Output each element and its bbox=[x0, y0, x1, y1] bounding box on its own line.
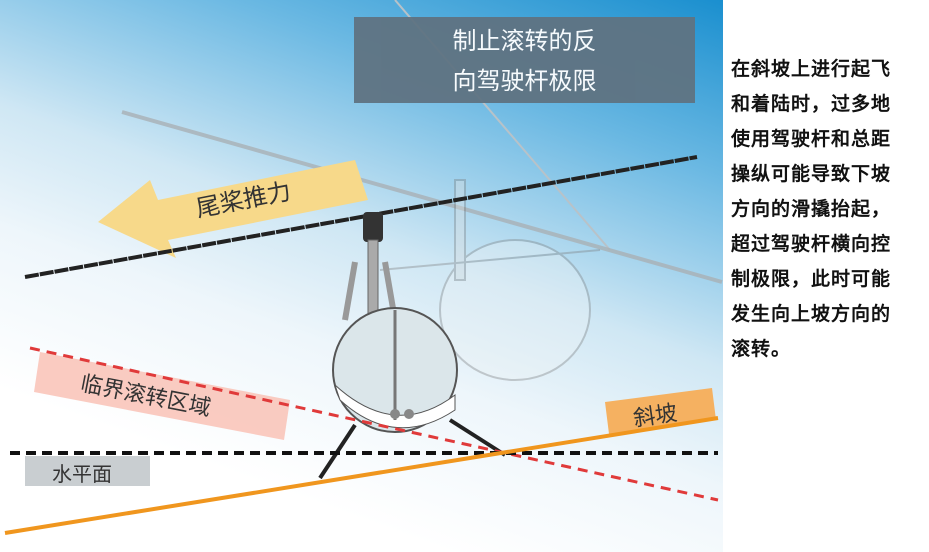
diagram-scene: 制止滚转的反 向驾驶杆极限 尾桨推力 临界滚转区域 水平面 斜坡 bbox=[0, 0, 723, 552]
description-line: 制极限，此时可能 bbox=[731, 268, 892, 290]
slope-label: 斜坡 bbox=[631, 401, 679, 432]
title-line-1: 制止滚转的反 bbox=[452, 27, 597, 55]
slope-line bbox=[4, 416, 719, 535]
ghost-helicopter bbox=[379, 179, 601, 381]
description-line: 发生向上坡方向的 bbox=[731, 303, 892, 325]
critical-roll-line bbox=[29, 346, 719, 502]
description-text: 在斜坡上进行起飞 和着陆时，过多地 使用驾驶杆和总距 操纵可能导致下坡 方向的滑… bbox=[731, 52, 906, 367]
diagram-graphics bbox=[4, 0, 723, 535]
description-line: 方向的滑撬抬起， bbox=[731, 198, 892, 220]
title-line-2: 向驾驶杆极限 bbox=[452, 67, 597, 95]
title-box: 制止滚转的反 向驾驶杆极限 bbox=[354, 17, 695, 103]
ghost-rotor-disc-line bbox=[121, 110, 723, 284]
helicopter bbox=[318, 212, 507, 480]
horizontal-plane-label: 水平面 bbox=[52, 462, 112, 486]
description-line: 操纵可能导致下坡 bbox=[731, 163, 892, 185]
description-line: 在斜坡上进行起飞 bbox=[731, 58, 892, 80]
critical-roll-zone-box bbox=[34, 352, 290, 440]
horizontal-plane-box bbox=[25, 456, 150, 486]
tail-rotor-thrust-arrow bbox=[98, 160, 368, 258]
description-line: 超过驾驶杆横向控 bbox=[731, 233, 892, 255]
description-line: 使用驾驶杆和总距 bbox=[731, 128, 892, 150]
description-line: 滚转。 bbox=[731, 338, 792, 360]
main-rotor-line bbox=[24, 155, 698, 279]
description-line: 和着陆时，过多地 bbox=[731, 93, 892, 115]
